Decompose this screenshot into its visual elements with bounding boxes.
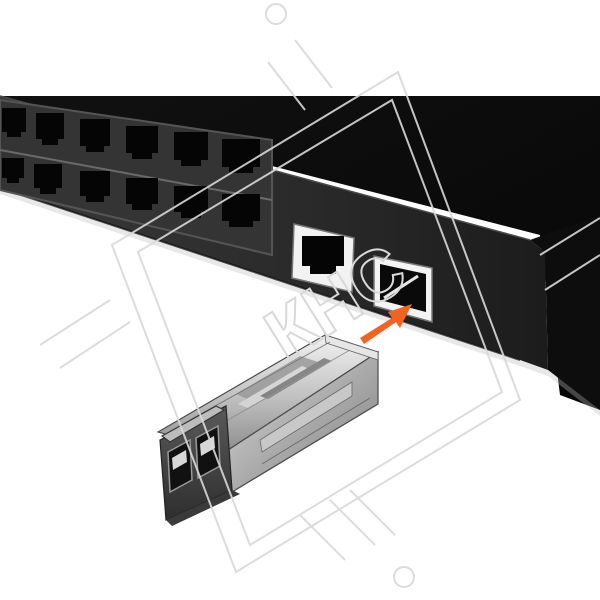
rj45-port-row-top — [2, 108, 260, 173]
arrow-icon — [360, 304, 412, 344]
rj45-port-icon[interactable] — [222, 194, 260, 227]
rj45-port-row-bottom — [2, 158, 260, 227]
watermark-logo — [39, 3, 600, 588]
rj45-port-icon[interactable] — [80, 119, 110, 152]
switch-end-bevel — [530, 215, 600, 410]
rj45-port-icon[interactable] — [174, 186, 208, 218]
rj45-port-icon[interactable] — [80, 171, 110, 202]
rj45-port-icon[interactable] — [302, 236, 344, 274]
sfp-bail-latch[interactable] — [160, 405, 226, 443]
switch-top — [0, 96, 600, 410]
rj45-port-icon[interactable] — [34, 164, 62, 194]
sfp-transceiver[interactable] — [156, 334, 380, 526]
network-switch — [0, 95, 600, 416]
console-port — [291, 223, 355, 293]
rj45-port-icon[interactable] — [2, 158, 24, 183]
rj45-port-icon[interactable] — [126, 178, 158, 210]
rj45-port-icon[interactable] — [222, 139, 260, 173]
rj45-port-icon[interactable] — [36, 113, 64, 145]
rj45-port-icon[interactable] — [2, 108, 26, 137]
sfp-slot — [373, 255, 433, 323]
rj45-port-icon[interactable] — [126, 126, 158, 159]
rj45-port-icon[interactable] — [174, 132, 208, 166]
sfp-slot-icon[interactable] — [380, 264, 426, 312]
